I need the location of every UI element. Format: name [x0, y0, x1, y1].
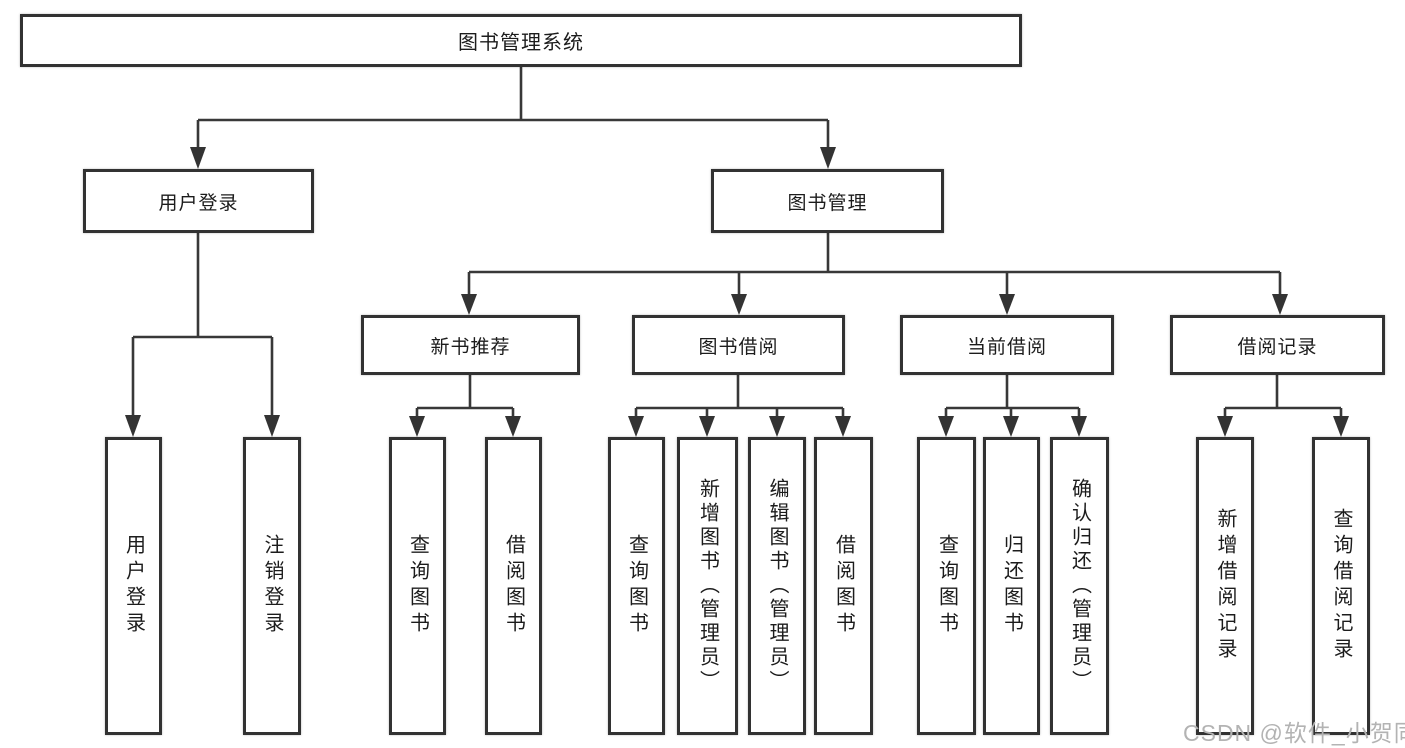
leaf-return-book: 归还图书	[983, 437, 1040, 735]
leaf-query-book-recommend: 查询图书	[389, 437, 446, 735]
leaf-add-book-admin: 新增图书（管理员）	[677, 437, 738, 735]
node-root: 图书管理系统	[20, 14, 1022, 67]
node-book-management: 图书管理	[711, 169, 944, 233]
leaf-user-login: 用户登录	[105, 437, 162, 735]
node-borrow-record: 借阅记录	[1170, 315, 1385, 375]
leaf-add-borrow-record: 新增借阅记录	[1196, 437, 1254, 735]
leaf-query-book-borrow: 查询图书	[608, 437, 665, 735]
node-book-borrow: 图书借阅	[632, 315, 845, 375]
leaf-edit-book-admin: 编辑图书（管理员）	[748, 437, 806, 735]
leaf-query-book-current: 查询图书	[917, 437, 976, 735]
leaf-borrow-book-recommend: 借阅图书	[485, 437, 542, 735]
node-user-login: 用户登录	[83, 169, 314, 233]
leaf-logout: 注销登录	[243, 437, 301, 735]
csdn-watermark: CSDN @软件_小贺同学	[1183, 720, 1405, 746]
node-current-borrow: 当前借阅	[900, 315, 1114, 375]
node-new-book-recommend: 新书推荐	[361, 315, 580, 375]
leaf-query-borrow-record: 查询借阅记录	[1312, 437, 1370, 735]
leaf-confirm-return-admin: 确认归还（管理员）	[1050, 437, 1109, 735]
leaf-borrow-book-borrow: 借阅图书	[814, 437, 873, 735]
